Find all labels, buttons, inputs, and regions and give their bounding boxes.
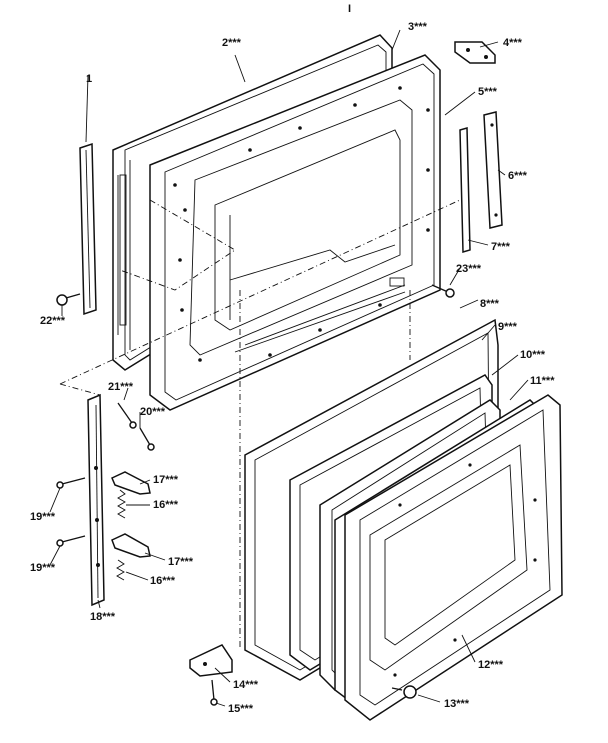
label-3: 3*** [408, 21, 428, 33]
screw-22 [56, 293, 81, 306]
label-10: 10*** [520, 349, 546, 361]
screw-23 [431, 284, 455, 298]
door-trim-frame [344, 394, 563, 721]
hinge-bracket [454, 41, 496, 64]
label-14: 14*** [233, 679, 259, 691]
door-liner [149, 54, 441, 411]
label-18: 18*** [90, 611, 116, 623]
label-16b: 16*** [150, 575, 176, 587]
hinge-link-lower [111, 533, 151, 558]
assembly-lines [49, 29, 529, 707]
label-11: 11*** [530, 375, 555, 387]
top-mark: I [348, 3, 351, 15]
label-4: 4*** [503, 37, 523, 49]
hinge-arm [87, 393, 105, 607]
hinge-spring-upper [117, 489, 126, 519]
side-trim [459, 127, 471, 253]
label-19a: 19*** [30, 511, 56, 523]
screw-13 [391, 685, 417, 699]
label-17a: 17*** [153, 474, 179, 486]
label-23: 23*** [456, 263, 482, 275]
label-1: 1 [86, 73, 92, 85]
label-13: 13*** [444, 698, 470, 710]
hinge-pin-lower [56, 535, 86, 547]
label-15: 15*** [228, 703, 254, 715]
hinge-spring-lower [116, 559, 125, 581]
label-22: 22*** [40, 315, 66, 327]
label-17b: 17*** [168, 556, 194, 568]
label-12: 12*** [478, 659, 504, 671]
screw-21 [117, 402, 137, 429]
label-21: 21*** [108, 381, 134, 393]
screw-15 [210, 679, 218, 706]
vent-trim-strip [79, 142, 97, 316]
screw-20 [139, 427, 155, 451]
lower-hinge-bracket [189, 644, 233, 677]
label-5: 5*** [478, 86, 498, 98]
hinge-link-upper [111, 471, 151, 495]
label-2: 2*** [222, 37, 242, 49]
label-9: 9*** [498, 321, 518, 333]
label-8: 8*** [480, 298, 500, 310]
label-20: 20*** [140, 406, 166, 418]
label-16a: 16*** [153, 499, 179, 511]
label-6: 6*** [508, 170, 528, 182]
side-channel [483, 111, 503, 229]
label-7: 7*** [491, 241, 511, 253]
hinge-pin-upper [56, 477, 86, 489]
label-19b: 19*** [30, 562, 56, 574]
